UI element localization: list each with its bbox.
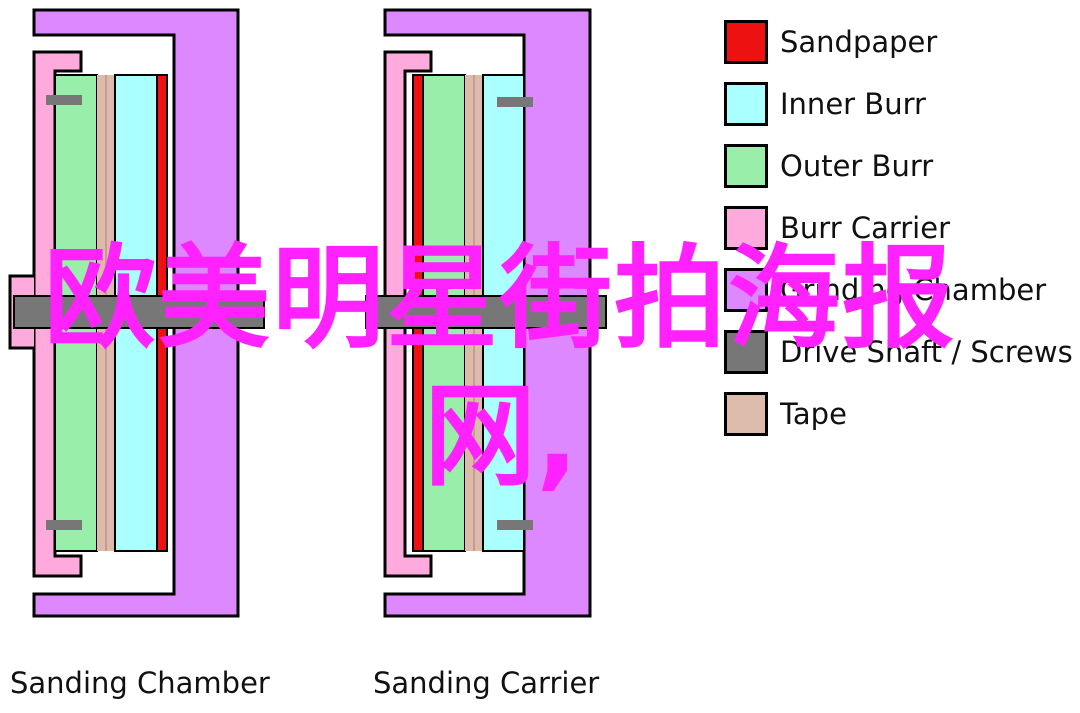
legend-item-sandpaper: Sandpaper	[724, 18, 937, 66]
legend-swatch-tape	[724, 392, 768, 436]
grinding-chamber-right	[383, 8, 592, 618]
legend-item-drive-shaft: Drive Shaft / Screws	[724, 328, 1073, 376]
sanding-chamber-figure	[8, 8, 265, 618]
legend-label-outer-burr: Outer Burr	[780, 149, 934, 183]
caption-sanding-carrier: Sanding Carrier	[373, 666, 600, 700]
legend-swatch-inner-burr	[724, 82, 768, 126]
sanding-carrier-figure	[365, 8, 607, 618]
legend-item-burr-carrier: Burr Carrier	[724, 204, 950, 252]
legend-item-outer-burr: Outer Burr	[724, 142, 933, 190]
legend-label-sandpaper: Sandpaper	[780, 25, 938, 59]
legend-label-tape: Tape	[780, 397, 847, 431]
screw-top-right	[497, 97, 533, 107]
watermark-text-line-2: 网,	[424, 372, 579, 502]
legend-swatch-grinding-chamber	[724, 268, 768, 312]
watermark-text-line-1: 欧美明星街拍海报	[44, 234, 956, 364]
legend-label-grinding-chamber: Grinding Chamber	[780, 273, 1047, 307]
drive-shaft-right	[365, 295, 607, 329]
legend-item-tape: Tape	[724, 390, 847, 438]
screw-bottom-left	[46, 520, 82, 530]
burr-carrier-left	[32, 50, 83, 578]
caption-sanding-chamber: Sanding Chamber	[10, 666, 270, 700]
legend-label-drive-shaft: Drive Shaft / Screws	[780, 335, 1073, 369]
legend-item-inner-burr: Inner Burr	[724, 80, 926, 128]
legend-label-inner-burr: Inner Burr	[780, 87, 926, 121]
legend-swatch-sandpaper	[724, 20, 768, 64]
screw-top-left	[46, 95, 82, 105]
burr-carrier-right	[383, 50, 433, 578]
legend-swatch-outer-burr	[724, 144, 768, 188]
screw-bottom-right	[497, 520, 533, 530]
legend-swatch-drive-shaft	[724, 330, 768, 374]
legend-label-burr-carrier: Burr Carrier	[780, 211, 951, 245]
drive-shaft-left	[13, 295, 265, 329]
legend-item-grinding-chamber: Grinding Chamber	[724, 266, 1046, 314]
grinding-chamber-left	[32, 8, 240, 618]
legend-swatch-burr-carrier	[724, 206, 768, 250]
